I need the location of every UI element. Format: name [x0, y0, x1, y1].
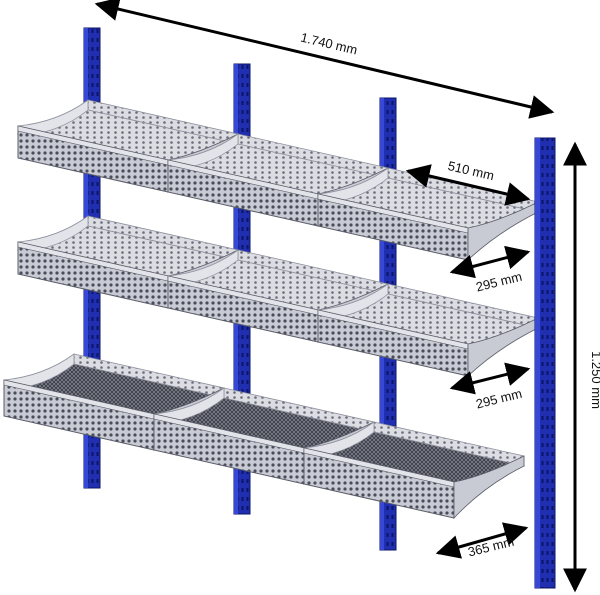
depth-top-label: 295 mm — [474, 269, 523, 295]
upright-4 — [534, 137, 556, 589]
shelf-level-top — [16, 99, 540, 261]
shelf-levels — [2, 99, 540, 520]
dimension-depth-bottom: 365 mm — [435, 522, 529, 560]
depth-middle-arrow — [449, 362, 531, 395]
tray-end-cap — [453, 455, 525, 520]
depth-bottom-arrow — [435, 522, 529, 559]
depth-middle-label: 295 mm — [474, 386, 523, 412]
dimension-total-width: 1.740 mm — [94, 0, 555, 119]
shelf-level-middle — [16, 215, 540, 377]
total-width-arrow — [94, 0, 555, 119]
tray — [316, 283, 540, 377]
tray — [302, 421, 526, 520]
total-height-label: 1.250 mm — [589, 351, 600, 409]
tray-width-arrow — [405, 164, 531, 206]
dimension-total-height: 1.250 mm — [563, 141, 600, 593]
tray-width-label: 510 mm — [446, 158, 495, 183]
shelf-level-bottom — [2, 353, 526, 520]
depth-top-arrow — [449, 245, 531, 279]
